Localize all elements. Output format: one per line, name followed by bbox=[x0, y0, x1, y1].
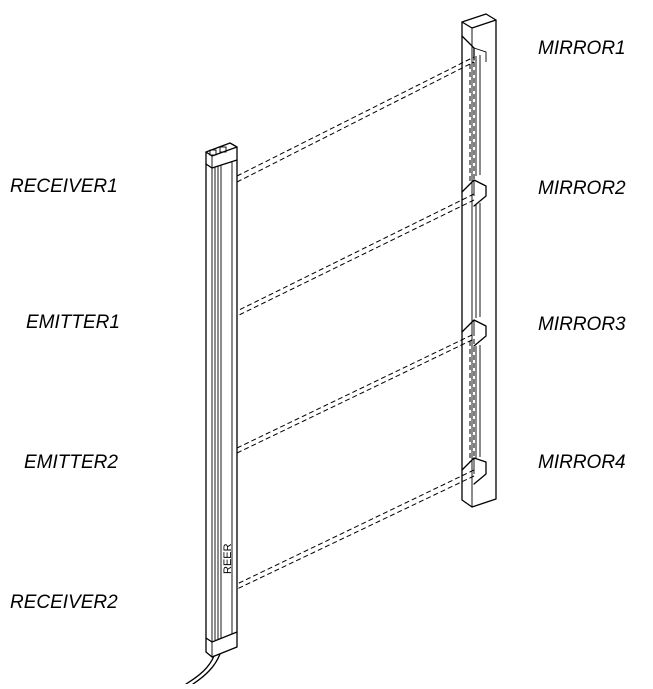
mirror-notch-1 bbox=[461, 35, 487, 176]
light-beams bbox=[236, 56, 475, 590]
mirror-notch-3 bbox=[461, 319, 487, 458]
label-mirror3: MIRROR3 bbox=[538, 314, 626, 335]
mirror-notch-2 bbox=[461, 179, 487, 318]
mirror-top-cap bbox=[461, 13, 497, 29]
label-mirror2: MIRROR2 bbox=[538, 178, 626, 199]
label-emitter2: EMITTER2 bbox=[24, 452, 118, 473]
cable bbox=[185, 655, 215, 685]
connector-icon bbox=[209, 149, 217, 156]
device-brand-text: REER bbox=[222, 543, 234, 574]
label-receiver1: RECEIVER1 bbox=[10, 176, 118, 197]
label-emitter1: EMITTER1 bbox=[26, 312, 120, 333]
label-mirror1: MIRROR1 bbox=[538, 38, 626, 59]
column-top-cap bbox=[205, 142, 238, 157]
label-receiver2: RECEIVER2 bbox=[10, 592, 118, 613]
label-mirror4: MIRROR4 bbox=[538, 452, 626, 473]
emitter-receiver-column: REER bbox=[185, 142, 238, 685]
beam-receiver1-mirror1-a bbox=[236, 56, 475, 177]
beam-emitter2-mirror3-a bbox=[236, 333, 475, 449]
beam-receiver1-mirror1-b bbox=[236, 61, 475, 183]
column-bottom-cap bbox=[205, 631, 238, 658]
mirror-column bbox=[461, 13, 497, 508]
beam-mirror4-receiver2-a bbox=[236, 469, 475, 585]
beam-mirror2-emitter1-a bbox=[236, 193, 475, 312]
